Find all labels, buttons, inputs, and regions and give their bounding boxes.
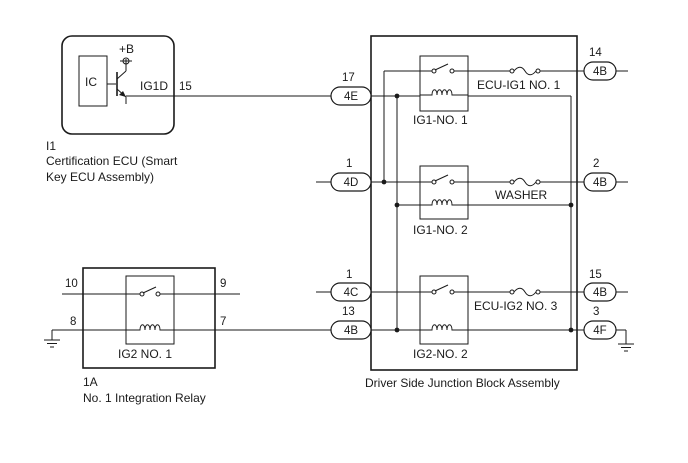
connector-4b-left: 4B 13 (330, 306, 372, 340)
connector-4b-14: 4B 14 (583, 47, 617, 81)
connector-4f: 4F 3 (583, 306, 617, 340)
fuse-ecu-ig1-no1-label: ECU-IG1 NO. 1 (477, 78, 561, 92)
junction-dot (394, 327, 400, 333)
emitter-arrow (119, 91, 126, 97)
ecu-housing (61, 35, 175, 135)
relay-name: No. 1 Integration Relay (83, 391, 206, 405)
fuse-washer-icon (509, 177, 541, 187)
ecu-name-line1: Certification ECU (Smart (46, 154, 178, 168)
relay-ig1-no2-label: IG1-NO. 2 (413, 223, 468, 237)
fuse-ecu-ig1-no1-icon (509, 66, 541, 76)
relay-pin-8: 8 (70, 316, 76, 328)
ig2-no2-coil-icon (420, 324, 468, 331)
relay-ig1-no2 (419, 165, 469, 220)
connector-4b-14-code: 4B (593, 66, 607, 78)
junction-block-name: Driver Side Junction Block Assembly (365, 376, 560, 390)
connector-4b-2: 4B 2 (583, 158, 617, 192)
connector-4d-pin: 1 (346, 158, 352, 170)
relay-ig1-no1-label: IG1-NO. 1 (413, 113, 468, 127)
ic-label: IC (85, 75, 97, 89)
connector-4c-code: 4C (344, 287, 359, 299)
relay-pin-7: 7 (220, 316, 226, 328)
ig2-no1-coil-icon (126, 324, 174, 331)
relay-ig1-no1 (419, 55, 469, 112)
ground-icon-right (618, 343, 634, 352)
relay-connector-code: 1A (83, 375, 98, 389)
junction-block-housing (370, 35, 578, 371)
connector-4e: 4E 17 (330, 72, 372, 106)
connector-4b-left-code: 4B (344, 325, 358, 337)
relay-pin-10: 10 (65, 278, 78, 290)
connector-4b-15: 4B 15 (583, 269, 617, 302)
connector-4b-2-pin: 2 (593, 158, 599, 170)
ecu-pin: 15 (179, 81, 192, 93)
junction-dot (568, 327, 574, 333)
connector-4d: 4D 1 (330, 158, 372, 192)
ecu-terminal-label: IG1D (140, 79, 168, 93)
junction-dot (394, 93, 400, 99)
connector-4b-15-pin: 15 (589, 269, 602, 281)
connector-4b-left-pin: 13 (342, 306, 355, 318)
relay-ig2-no2-label: IG2-NO. 2 (413, 347, 468, 361)
ig2-no1-label: IG2 NO. 1 (118, 347, 172, 361)
integration-relay: IG2 NO. 1 (82, 267, 216, 369)
fuse-ecu-ig2-no3-icon (509, 287, 541, 297)
ecu-name-line2: Key ECU Assembly) (46, 170, 154, 184)
connector-4d-code: 4D (344, 177, 359, 189)
ig1-no2-coil-icon (420, 199, 468, 206)
connector-4c-pin: 1 (346, 269, 352, 281)
junction-dot (394, 202, 400, 208)
ig2-no1-relay-box (125, 275, 175, 345)
connector-4f-code: 4F (593, 325, 606, 337)
wiring (52, 70, 628, 344)
ground-icon-left (44, 330, 60, 348)
ecu-connector-code: I1 (46, 139, 56, 153)
connector-4c: 4C 1 (330, 269, 372, 302)
relay-pin-9: 9 (220, 278, 226, 290)
connector-4e-code: 4E (344, 91, 358, 103)
connector-4b-14-pin: 14 (589, 47, 602, 59)
connector-4e-pin: 17 (342, 72, 355, 84)
connector-4f-pin: 3 (593, 306, 599, 318)
junction-dot (568, 202, 574, 208)
junction-dot (381, 179, 387, 185)
integration-relay-housing (82, 267, 216, 369)
fuse-ecu-ig2-no3-label: ECU-IG2 NO. 3 (474, 299, 558, 313)
fuse-washer-label: WASHER (495, 188, 548, 202)
power-label: +B (119, 42, 134, 56)
ig1-no1-coil-icon (420, 89, 468, 96)
ic-box (78, 55, 108, 107)
connector-4b-15-code: 4B (593, 287, 607, 299)
relay-ig2-no2 (419, 275, 469, 345)
certification-ecu: IC +B IG1D 15 (61, 35, 192, 135)
connector-4b-2-code: 4B (593, 177, 607, 189)
